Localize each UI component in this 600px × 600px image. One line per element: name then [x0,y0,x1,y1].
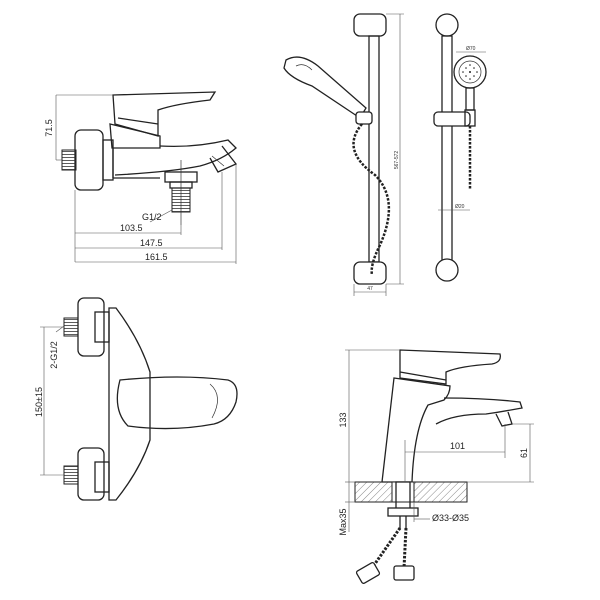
rail-dim-width: 47 [367,286,373,292]
bath-mixer-view: 71.5 G1/2 103.5 147.5 161.5 [44,91,238,264]
basin-dim-reach: 101 [450,441,465,451]
shower-head-nozzles [462,64,478,80]
basin-mixer-view: 133 101 61 Ø33-Ø35 Max35 [338,349,534,584]
wall-dim-spacing: 150±15 [34,387,44,417]
rail-dim-bar-dia: Ø20 [455,204,465,210]
bath-dim-thread: G1/2 [142,212,162,222]
bath-dim-103: 103.5 [120,223,143,233]
rail-dim-length: 567-572 [394,151,400,170]
shower-rail-side-view: 567-572 47 [283,13,404,296]
wall-dim-thread: 2-G1/2 [49,341,59,369]
shower-rail-front-view: Ø70 Ø20 [433,13,487,282]
basin-dim-deck: Max35 [338,508,348,535]
basin-dim-height: 133 [338,412,348,427]
rail-dim-head-dia: Ø70 [466,46,476,52]
bath-dim-height: 71.5 [44,119,54,137]
basin-dim-spout-height: 61 [519,448,529,458]
wall-mixer-side-view: 150±15 2-G1/2 [34,297,238,501]
basin-dim-hole: Ø33-Ø35 [432,513,469,523]
bath-dim-161: 161.5 [145,252,168,262]
bath-dim-147: 147.5 [140,238,163,248]
